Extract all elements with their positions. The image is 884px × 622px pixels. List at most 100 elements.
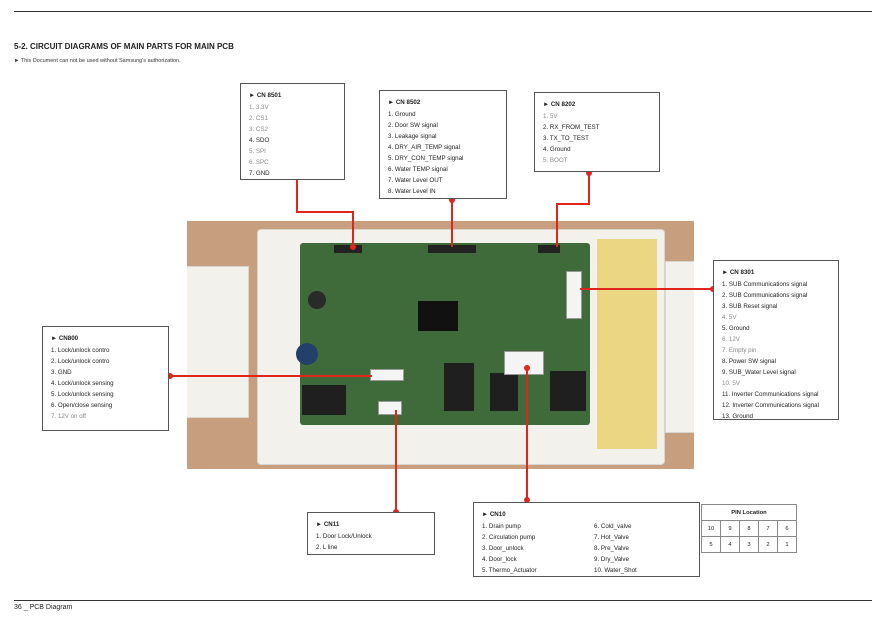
pin-item: 1. Drain pump [482, 523, 521, 530]
anchor-cn8202 [586, 170, 592, 176]
leader-cn8501 [296, 179, 298, 212]
pin-item: 10. Water_Shot [594, 567, 637, 574]
callout-cn8301: ► CN 8301 1. SUB Communications signal 2… [713, 260, 839, 420]
leader-cn8501 [352, 211, 354, 247]
connector-cn8202 [538, 245, 560, 253]
anchor-cn10 [524, 365, 530, 371]
pin-item: 7. Hot_Valve [594, 534, 629, 541]
page-footer: 36 _ PCB Diagram [14, 604, 73, 611]
pin-cell: 3 [739, 536, 759, 553]
pin-item: 2. Door SW signal [388, 122, 438, 129]
pin-item: 4. SDO [249, 137, 270, 144]
anchor-cn8502 [449, 197, 455, 203]
pin-item: 1. Ground [388, 111, 416, 118]
pin-location-table: PIN Location 10 9 8 7 6 5 4 3 2 1 [701, 504, 797, 553]
anchor-cn800 [167, 373, 173, 379]
pin-cell: 2 [758, 536, 778, 553]
callout-cn11: ► CN11 1. Door Lock/Unlock 2. L line [307, 512, 435, 555]
pin-item: 8. Pre_Valve [594, 545, 629, 552]
pin-item: 3. SUB Reset signal [722, 303, 778, 310]
pin-cell: 1 [777, 536, 797, 553]
page-title: 5-2. CIRCUIT DIAGRAMS OF MAIN PARTS FOR … [14, 42, 234, 51]
pin-cell: 4 [720, 536, 740, 553]
pin-item: 2. Circulation pump [482, 534, 536, 541]
leader-cn8202 [556, 203, 558, 247]
top-rule [14, 11, 872, 12]
pin-location-title: PIN Location [701, 504, 797, 521]
callout-title: ► CN800 [51, 335, 79, 342]
connector-cn8502 [428, 245, 476, 253]
pin-item: 3. TX_TO_TEST [543, 135, 589, 142]
relay [490, 373, 518, 411]
pin-item: 1. SUB Communications signal [722, 281, 808, 288]
pin-item: 4. DRY_AIR_TEMP signal [388, 144, 460, 151]
pin-item: 7. Empty pin [722, 347, 757, 354]
pin-cell: 7 [758, 520, 778, 537]
pin-item: 8. Power SW signal [722, 358, 776, 365]
pin-item: 6. Cold_valve [594, 523, 632, 530]
connector-cn8501 [334, 245, 362, 253]
callout-cn10: ► CN10 1. Drain pump 2. Circulation pump… [473, 502, 700, 577]
relay [302, 385, 346, 415]
pin-item: 4. 5V [722, 314, 737, 321]
pin-item: 5. Thermo_Actuator [482, 567, 537, 574]
pin-item: 8. Water Level IN [388, 188, 436, 195]
callout-cn8502: ► CN 8502 1. Ground 2. Door SW signal 3.… [379, 90, 507, 199]
pin-item: 7. 12V on off [51, 413, 86, 420]
pin-item: 7. GND [249, 170, 270, 177]
callout-cn8202: ► CN 8202 1. 5V 2. RX_FROM_TEST 3. TX_TO… [534, 92, 660, 172]
pin-cell: 10 [701, 520, 721, 537]
authorization-note: ► This Document can not be used without … [14, 58, 181, 64]
connector-cn8301-white [566, 271, 582, 319]
pin-item: 2. Lock/unlock contro [51, 358, 110, 365]
housing-left [187, 266, 249, 418]
pin-item: 2. RX_FROM_TEST [543, 124, 600, 131]
pin-item: 5. Ground [722, 325, 750, 332]
callout-title: ► CN 8501 [249, 92, 282, 99]
pin-item: 2. L line [316, 544, 338, 551]
pin-item: 1. 5V [543, 113, 558, 120]
pin-item: 4. Ground [543, 146, 571, 153]
pin-item: 6. 12V [722, 336, 740, 343]
leader-cn8502 [451, 200, 453, 247]
pin-item: 2. SUB Communications signal [722, 292, 808, 299]
relay [550, 371, 586, 411]
pin-item: 9. Dry_Valve [594, 556, 629, 563]
pin-item: 9. SUB_Water Level signal [722, 369, 796, 376]
pin-item: 4. Door_lock [482, 556, 517, 563]
callout-title: ► CN 8202 [543, 101, 576, 108]
pin-item: 3. Door_unlock [482, 545, 524, 552]
pin-item: 13. Ground [722, 413, 753, 420]
callout-title: ► CN 8502 [388, 99, 421, 106]
leader-cn11 [395, 410, 397, 512]
pin-cell: 5 [701, 536, 721, 553]
pin-item: 12. Inverter Communications signal [722, 402, 819, 409]
leader-cn10 [526, 368, 528, 500]
pin-item: 3. GND [51, 369, 72, 376]
pin-item: 5. Lock/unlock sensing [51, 391, 114, 398]
anchor-cn10-bottom [524, 497, 530, 503]
pin-item: 5. DRY_CON_TEMP signal [388, 155, 464, 162]
pin-cell: 6 [777, 520, 797, 537]
bottom-rule [14, 600, 872, 601]
pin-cell: 8 [739, 520, 759, 537]
pin-item: 5. BOOT [543, 157, 568, 164]
callout-cn8501: ► CN 8501 1. 3.3V 2. CS1 3. CS2 4. SDO 5… [240, 83, 345, 180]
capacitor [296, 343, 318, 365]
pin-cell: 9 [720, 520, 740, 537]
main-pcb-board [296, 243, 590, 425]
yellow-connector-area [597, 239, 657, 449]
callout-title: ► CN 8301 [722, 269, 755, 276]
pin-item: 5. SPI [249, 148, 266, 155]
callout-title: ► CN10 [482, 511, 506, 518]
pin-item: 1. Door Lock/Unlock [316, 533, 372, 540]
connector-cn10-white [504, 351, 544, 375]
pin-item: 3. Leakage signal [388, 133, 437, 140]
connector-cn11-white [378, 401, 402, 415]
leader-cn8301 [580, 288, 713, 290]
pin-item: 11. Inverter Communications signal [722, 391, 819, 398]
callout-title: ► CN11 [316, 521, 340, 528]
pin-item: 7. Water Level OUT [388, 177, 443, 184]
pin-item: 3. CS2 [249, 126, 268, 133]
capacitor [308, 291, 326, 309]
